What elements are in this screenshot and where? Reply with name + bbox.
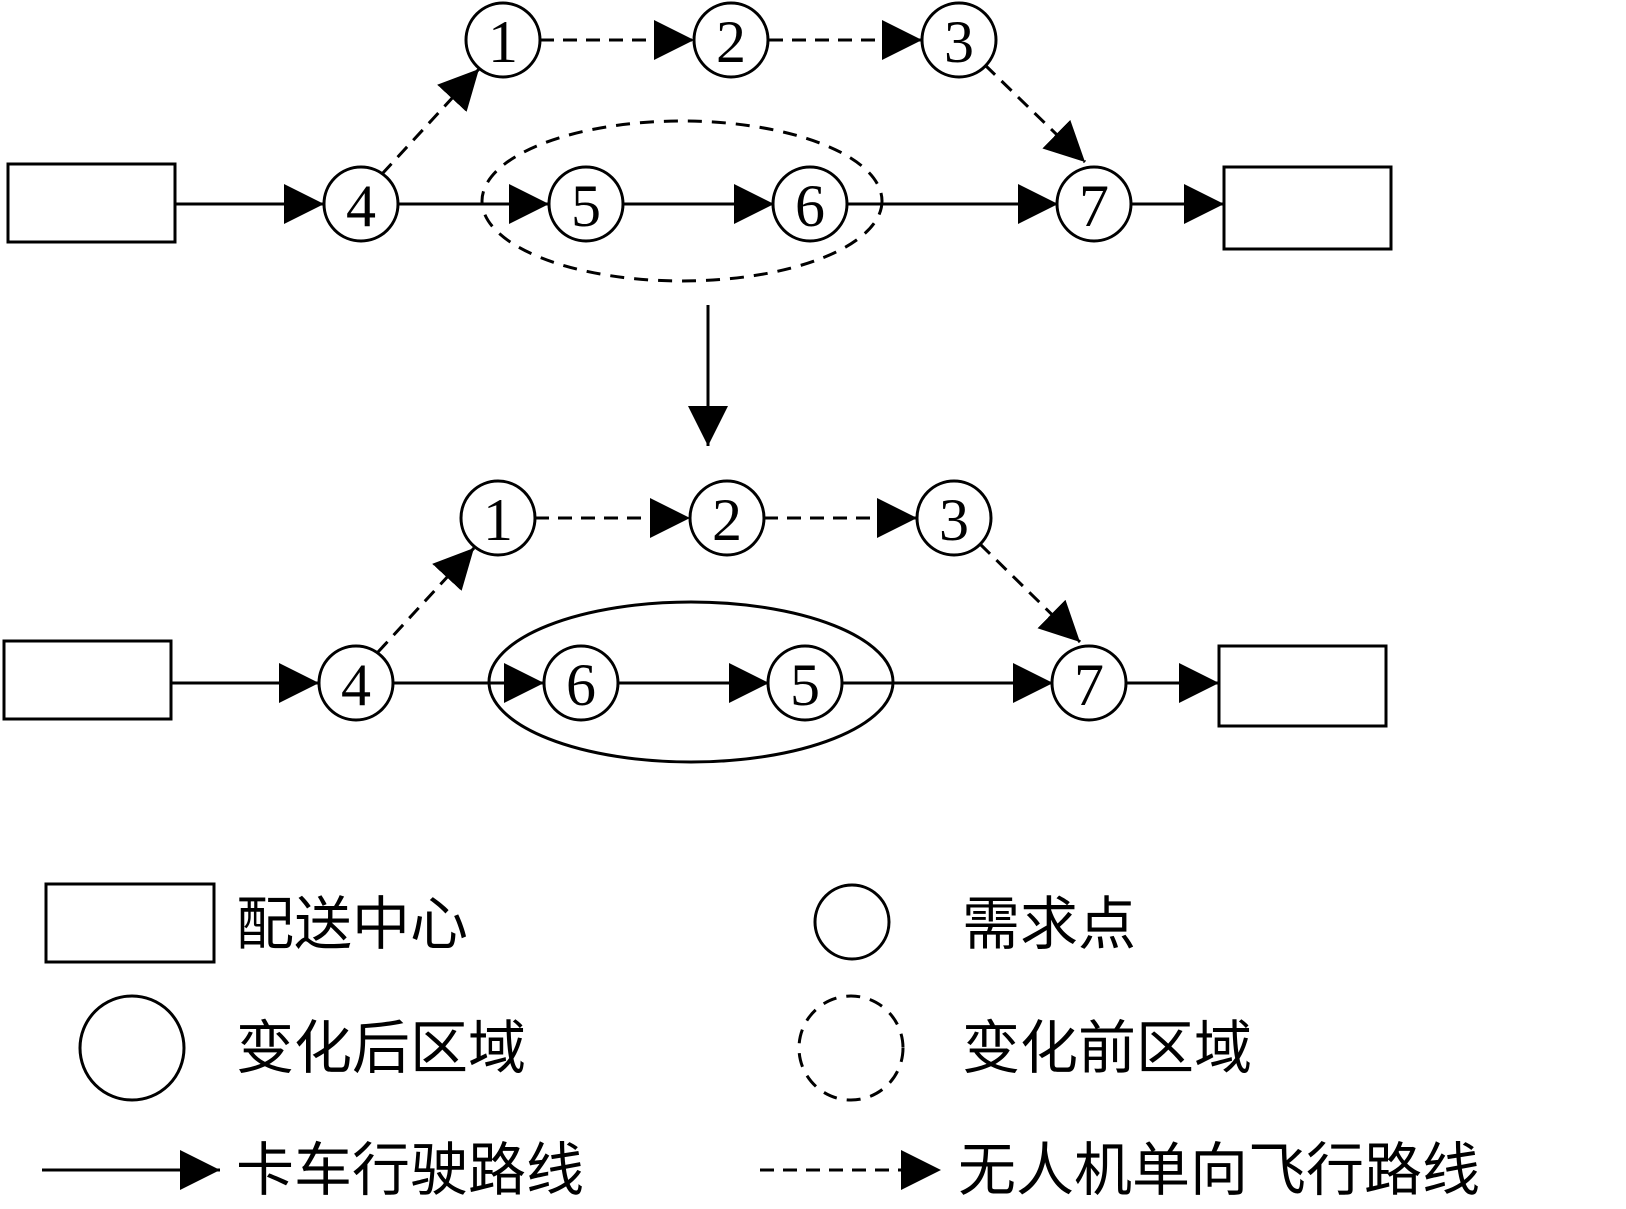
legend-distribution-center-label: 配送中心 xyxy=(236,890,468,958)
top-node-3-label: 3 xyxy=(944,9,974,75)
legend-demand-point-label: 需求点 xyxy=(962,890,1136,958)
bottom-node-4: 4 xyxy=(317,644,395,722)
legend-demand-point-swatch xyxy=(813,883,891,961)
bottom-drone-route-4-1 xyxy=(376,546,476,654)
top-node-7: 7 xyxy=(1055,165,1133,243)
bottom-drone-route-3-7 xyxy=(978,542,1082,644)
top-node-4-label: 4 xyxy=(346,173,376,239)
top-end-depot xyxy=(1222,165,1393,251)
top-region-before xyxy=(480,119,884,283)
top-node-2-label: 2 xyxy=(716,9,746,75)
legend-region-after-label: 变化后区域 xyxy=(236,1014,526,1082)
bottom-end-depot xyxy=(1217,644,1388,728)
top-node-5-label: 5 xyxy=(571,173,601,239)
bottom-node-2: 2 xyxy=(688,479,766,557)
bottom-node-5: 5 xyxy=(766,644,844,722)
top-node-1-label: 1 xyxy=(488,9,518,75)
top-drone-route-4-1 xyxy=(380,67,481,176)
bottom-node-7-label: 7 xyxy=(1074,652,1104,718)
bottom-node-3-label: 3 xyxy=(939,487,969,553)
bottom-start-depot xyxy=(2,639,173,721)
bottom-node-6: 6 xyxy=(542,644,620,722)
bottom-node-1-label: 1 xyxy=(483,487,513,553)
bottom-diagram: 1 2 3 4 6 5 7 xyxy=(2,479,1388,764)
top-node-3: 3 xyxy=(920,1,998,79)
top-node-7-label: 7 xyxy=(1079,173,1109,239)
bottom-node-6-label: 6 xyxy=(566,652,596,718)
legend-region-before-label: 变化前区域 xyxy=(962,1014,1252,1082)
legend-drone-route-label: 无人机单向飞行路线 xyxy=(958,1136,1480,1204)
top-node-6: 6 xyxy=(771,165,849,243)
top-drone-route-3-7 xyxy=(983,63,1087,164)
legend-depot-swatch xyxy=(44,882,216,964)
bottom-node-4-label: 4 xyxy=(341,652,371,718)
legend: 配送中心 需求点 变化后区域 变化前区域 卡车行驶路线 无人机单向飞行路线 xyxy=(42,882,1480,1204)
bottom-node-7: 7 xyxy=(1050,644,1128,722)
top-diagram: 1 2 3 4 5 6 7 xyxy=(6,1,1393,283)
top-node-2: 2 xyxy=(692,1,770,79)
bottom-node-2-label: 2 xyxy=(712,487,742,553)
top-node-5: 5 xyxy=(547,165,625,243)
top-start-depot xyxy=(6,162,177,244)
legend-truck-route-label: 卡车行驶路线 xyxy=(236,1136,584,1204)
top-node-1: 1 xyxy=(464,1,542,79)
bottom-node-3: 3 xyxy=(915,479,993,557)
bottom-node-1: 1 xyxy=(459,479,537,557)
legend-region-before-swatch xyxy=(797,994,905,1102)
top-node-6-label: 6 xyxy=(795,173,825,239)
bottom-node-5-label: 5 xyxy=(790,652,820,718)
legend-region-after-swatch xyxy=(78,994,186,1102)
top-node-4: 4 xyxy=(322,165,400,243)
